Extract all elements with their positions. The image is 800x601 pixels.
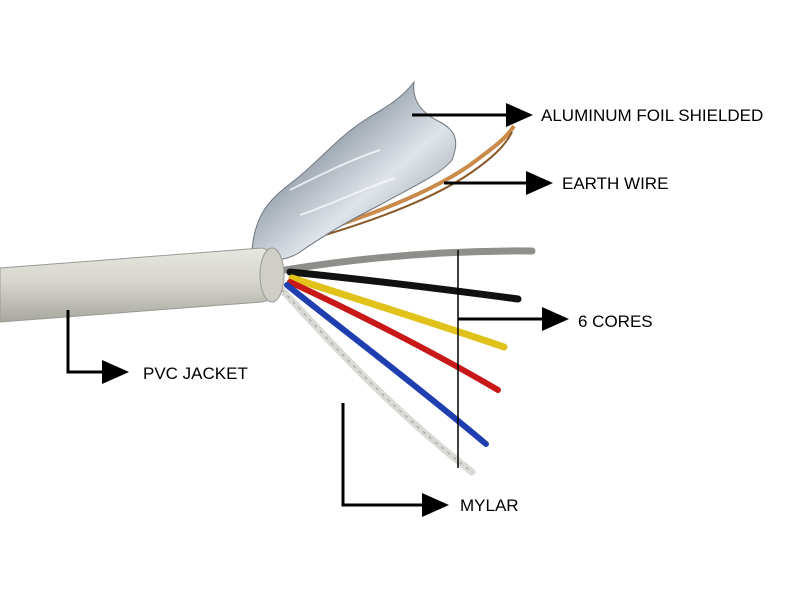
label-aluminum-foil-shielded: ALUMINUM FOIL SHIELDED: [541, 106, 764, 125]
label-earth-wire: EARTH WIRE: [562, 174, 669, 193]
label-mylar: MYLAR: [460, 496, 519, 515]
pvc-jacket: [0, 247, 284, 323]
core-red-wire: [287, 279, 501, 393]
foil-crease: [289, 149, 396, 216]
core-grey-wire: [281, 247, 536, 274]
core-wires: [278, 247, 536, 476]
jacket-end: [259, 247, 285, 303]
core-yellow-wire: [288, 274, 508, 351]
core-black-wire: [286, 268, 522, 303]
label-pvc-jacket: PVC JACKET: [143, 364, 248, 383]
mylar-arrow: [341, 403, 449, 517]
label-arrows: [66, 103, 569, 517]
core-white-wire: [278, 286, 476, 476]
pvc-arrow: [66, 310, 129, 384]
label-6-cores: 6 CORES: [578, 312, 653, 331]
aluminum-foil-shield: [251, 80, 457, 260]
